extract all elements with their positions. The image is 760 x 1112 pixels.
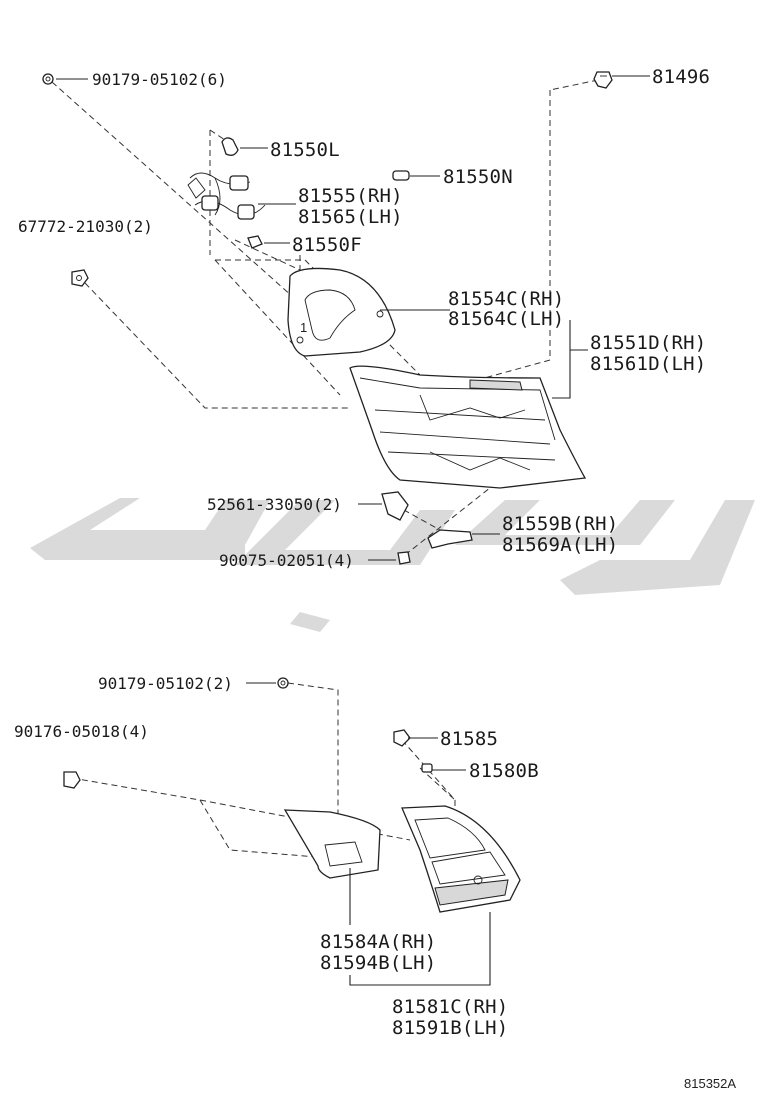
socket-lower-icon [393, 729, 411, 747]
label-gasket-rh: 81554C(RH) [448, 288, 564, 310]
label-screw-lower: 90179-05102(2) [98, 674, 233, 693]
screw-lower-left-icon [63, 771, 81, 789]
label-lamp2-rh: 81581C(RH) [392, 996, 508, 1018]
drawing-number: 815352A [684, 1076, 736, 1091]
label-socket-rh: 81555(RH) [298, 185, 403, 207]
screw-top-icon [42, 73, 54, 85]
gasket-lower [283, 809, 381, 879]
bracket-icon [427, 529, 473, 549]
lower-dashed-lines [71, 682, 456, 870]
label-socket-lh: 81565(LH) [298, 206, 403, 228]
gasket-mark: 1 [300, 320, 307, 335]
tail-lamp-upper [349, 365, 587, 489]
label-screw-top: 90179-05102(6) [92, 70, 227, 89]
upper-dashed-lines [51, 79, 599, 556]
screw-mid-icon [397, 551, 411, 565]
label-retainer: 52561-33050(2) [207, 495, 342, 514]
tail-lamp-lower [401, 805, 521, 913]
label-socket-lower: 81585 [440, 728, 498, 750]
label-lamp-lh: 81561D(LH) [590, 353, 706, 375]
label-gasket2-rh: 81584A(RH) [320, 931, 436, 953]
label-bracket-rh: 81559B(RH) [502, 513, 618, 535]
label-bulb-f: 81550F [292, 234, 362, 256]
label-clip: 81496 [652, 66, 710, 88]
label-bulb-lower: 81580B [469, 760, 539, 782]
watermark-logo [30, 498, 755, 632]
screw-lower-icon [277, 677, 289, 689]
gasket-upper [287, 267, 396, 357]
bulb-lower-icon [421, 763, 433, 773]
part-labels: 90179-05102(6) 81496 81550L 81550N 81555… [14, 66, 736, 1091]
bulb-l-icon [221, 137, 239, 156]
nut-left-icon [71, 269, 89, 287]
label-screw-lower-left: 90176-05018(4) [14, 722, 149, 741]
label-lamp2-lh: 81591B(LH) [392, 1017, 508, 1039]
label-bulb-n: 81550N [443, 166, 513, 188]
leader-lines [56, 75, 650, 986]
label-lamp-rh: 81551D(RH) [590, 332, 706, 354]
label-bulb-l: 81550L [270, 139, 340, 161]
clip-icon [593, 71, 613, 89]
socket-harness-icon [187, 172, 266, 220]
bulb-f-icon [247, 235, 263, 249]
bulb-n-icon [392, 170, 410, 181]
label-screw-mid: 90075-02051(4) [219, 551, 354, 570]
retainer-icon [381, 491, 409, 521]
label-bracket-lh: 81569A(LH) [502, 534, 618, 556]
label-gasket2-lh: 81594B(LH) [320, 952, 436, 974]
label-nut-left: 67772-21030(2) [18, 217, 153, 236]
label-gasket-lh: 81564C(LH) [448, 308, 564, 330]
